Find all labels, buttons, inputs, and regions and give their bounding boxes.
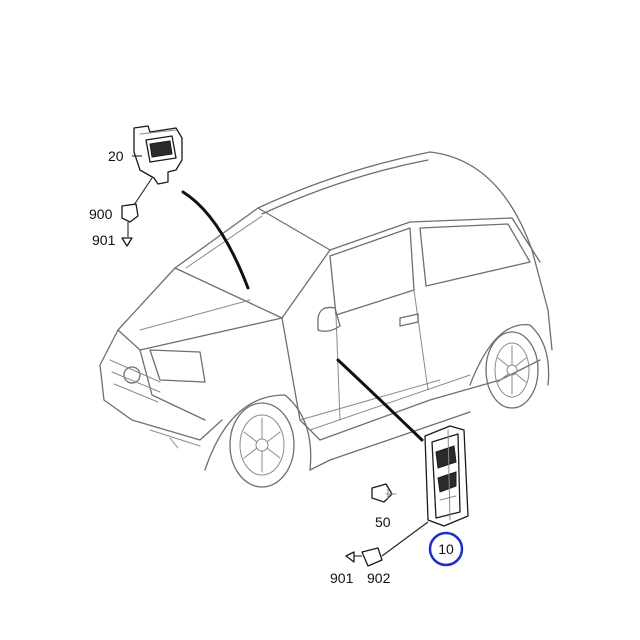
callout-900: 900 bbox=[89, 206, 113, 222]
part-901-clip-top bbox=[121, 237, 133, 247]
leader-900-901 bbox=[133, 177, 153, 206]
part-50-screw bbox=[371, 483, 397, 503]
leader-902 bbox=[381, 521, 429, 557]
arrow-20-to-dashboard bbox=[181, 190, 250, 290]
part-901-clip-bottom bbox=[345, 551, 355, 563]
part-10-switch-panel bbox=[424, 425, 469, 527]
callout-901-bottom: 901 bbox=[330, 570, 354, 586]
part-900-connector bbox=[121, 203, 139, 223]
part-902-connector bbox=[361, 547, 383, 567]
callout-20: 20 bbox=[108, 148, 124, 164]
callout-902: 902 bbox=[367, 570, 391, 586]
arrow-10-to-door bbox=[336, 358, 424, 442]
callout-50: 50 bbox=[375, 514, 391, 530]
callout-10-highlight-ring bbox=[428, 531, 464, 567]
car-illustration bbox=[99, 151, 553, 488]
callout-901-top: 901 bbox=[92, 232, 116, 248]
callout-10: 10 bbox=[438, 541, 454, 557]
part-20-switch bbox=[133, 125, 183, 185]
